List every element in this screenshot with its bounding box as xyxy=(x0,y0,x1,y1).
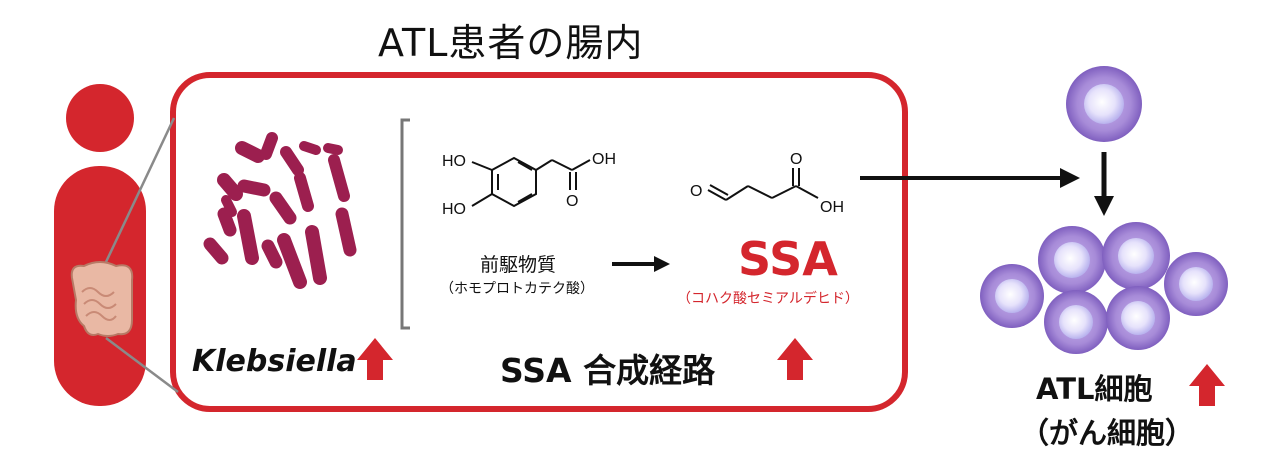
zoom-lines xyxy=(104,117,179,393)
atl-cell-label: ATL細胞 xyxy=(1036,372,1153,406)
precursor-bracket xyxy=(400,118,410,330)
right-arrow-icon xyxy=(612,256,670,272)
precursor-sublabel: （ホモプロトカテク酸） xyxy=(440,281,594,297)
intestine-icon xyxy=(70,261,134,337)
up-arrow-icon xyxy=(777,338,813,380)
intestine-detail-box xyxy=(170,72,908,412)
atom-o-acid: O xyxy=(790,151,802,168)
atom-ho-bottom: HO xyxy=(442,201,466,218)
ssa-sublabel: （コハク酸セミアルデヒド） xyxy=(677,291,859,307)
cancer-cell-label: （がん細胞） xyxy=(1020,416,1195,450)
cell-icon xyxy=(1066,66,1142,142)
cell-cluster xyxy=(980,222,1228,354)
atom-oh-ssa: OH xyxy=(820,199,844,216)
bacteria-label: Klebsiella xyxy=(192,344,357,379)
pathway-label: SSA 合成経路 xyxy=(500,351,716,390)
diagram-title: ATL患者の腸内 xyxy=(378,21,644,65)
precursor-structure xyxy=(471,156,591,208)
up-arrow-icon xyxy=(1189,364,1225,406)
bacteria-icon xyxy=(203,132,357,289)
ssa-label: SSA xyxy=(738,232,838,286)
atom-ho-top: HO xyxy=(442,153,466,170)
atom-o-precursor: O xyxy=(566,193,578,210)
atom-o-aldehyde: O xyxy=(690,183,702,200)
up-arrow-icon xyxy=(357,338,393,380)
down-arrow-icon xyxy=(1094,152,1114,216)
ssa-structure xyxy=(707,168,819,201)
right-arrow-icon xyxy=(860,168,1080,188)
atom-oh-precursor: OH xyxy=(592,151,616,168)
precursor-label: 前駆物質 xyxy=(480,254,557,276)
